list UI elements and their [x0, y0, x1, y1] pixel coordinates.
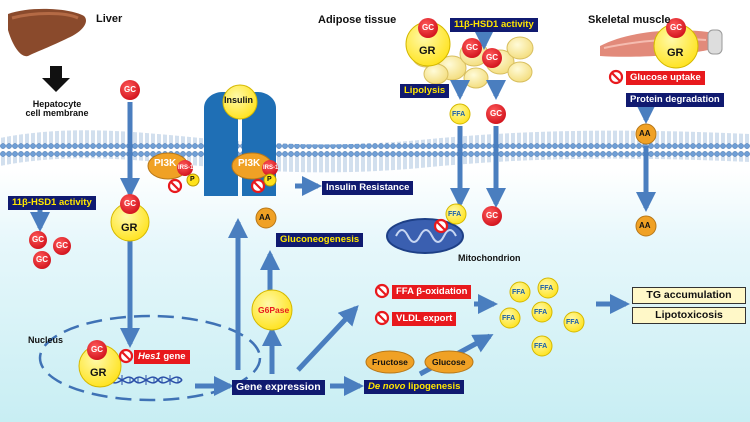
label-hepatocyte-membrane: Hepatocyte cell membrane	[25, 99, 89, 118]
aa-circles	[255, 123, 657, 237]
label-pi3k-left: PI3K	[154, 158, 177, 169]
ffa-label: FFA	[534, 309, 548, 316]
gc-circles	[29, 18, 686, 360]
gc-label: GC	[486, 53, 498, 62]
label-irs1-left: IRS-1	[178, 165, 194, 171]
gr-label: GR	[121, 222, 138, 234]
ffa-circles	[445, 103, 585, 357]
arrows	[30, 30, 656, 396]
label-p-right: P	[267, 176, 272, 183]
aa-label: AA	[639, 129, 651, 138]
fructose-label: Fructose	[372, 357, 408, 367]
gc-label: GC	[486, 211, 498, 220]
ffa-label: FFA	[566, 319, 580, 326]
p-circle-right	[263, 173, 277, 187]
de-novo-rest: lipogenesis	[405, 381, 461, 392]
label-mitochondrion: Mitochondrion	[458, 253, 521, 263]
gc-label: GC	[124, 199, 136, 208]
gc-label: GC	[422, 23, 434, 32]
hsd1-liver-box: 11β-HSD1 activity	[8, 196, 96, 210]
gc-label: GC	[56, 241, 68, 250]
label-nucleus: Nucleus	[28, 335, 64, 345]
g6pase-label: G6Pase	[258, 305, 290, 315]
label-irs1-right: IRS-1	[263, 165, 279, 171]
hes1-gene-box: Hes1 gene	[134, 350, 190, 364]
ffa-label: FFA	[540, 285, 554, 292]
ffa-oxidation-box: FFA β-oxidation	[392, 285, 472, 299]
glucose-label: Glucose	[432, 357, 466, 367]
protein-degradation-box: Protein degradation	[626, 93, 724, 107]
ffa-label: FFA	[502, 315, 516, 322]
insulin-resistance-box: Insulin Resistance	[322, 181, 414, 195]
gr-label: GR	[90, 367, 107, 379]
vldl-export-box: VLDL export	[392, 312, 457, 326]
prohibition-icon	[118, 69, 624, 364]
gc-label: GC	[36, 255, 48, 264]
label-pi3k-right: PI3K	[238, 158, 261, 169]
nucleus-outline	[38, 314, 262, 402]
gc-label: GC	[670, 23, 682, 32]
ffa-label: FFA	[448, 211, 462, 218]
hsd1-adipose-box: 11β-HSD1 activity	[450, 18, 538, 32]
gc-label: GC	[490, 109, 502, 118]
liver-icon	[8, 8, 87, 57]
lipotoxicosis-box: Lipotoxicosis	[632, 307, 746, 324]
p-circle-left	[186, 173, 200, 187]
de-novo-lipogenesis-box: De novo lipogenesis	[364, 380, 465, 394]
g6pase-circle	[251, 289, 293, 331]
mitochondrion-icon	[386, 218, 464, 254]
gene-expression-box: Gene expression	[232, 380, 325, 395]
label-p-left: P	[190, 176, 195, 183]
glucose-uptake-box: Glucose uptake	[626, 71, 705, 85]
lipolysis-box: Lipolysis	[400, 84, 450, 98]
fructose-ellipse	[365, 350, 415, 374]
aa-label: AA	[639, 221, 651, 230]
label-insulin: Insulin	[224, 95, 253, 105]
insulin-circle	[222, 84, 258, 120]
label-skeletal-muscle: Skeletal muscle	[588, 14, 671, 26]
gc-label: GC	[466, 43, 478, 52]
tg-accumulation-box: TG accumulation	[632, 287, 746, 304]
ffa-label: FFA	[452, 111, 466, 118]
hes1-rest: gene	[160, 351, 186, 362]
aa-label: AA	[259, 213, 271, 222]
de-novo-italic: De novo	[368, 381, 406, 392]
glucose-ellipse	[424, 350, 474, 374]
gluconeogenesis-box: Gluconeogenesis	[276, 233, 364, 247]
gc-label: GC	[91, 345, 103, 354]
gr-label: GR	[419, 45, 436, 57]
hes1-italic: Hes1	[138, 351, 161, 362]
ffa-label: FFA	[534, 343, 548, 350]
ffa-label: FFA	[512, 289, 526, 296]
gc-label: GC	[32, 235, 44, 244]
label-liver: Liver	[96, 13, 123, 25]
label-adipose: Adipose tissue	[318, 14, 397, 26]
gc-label: GC	[124, 85, 136, 94]
gr-label: GR	[667, 47, 684, 59]
dna-icon	[109, 375, 183, 385]
